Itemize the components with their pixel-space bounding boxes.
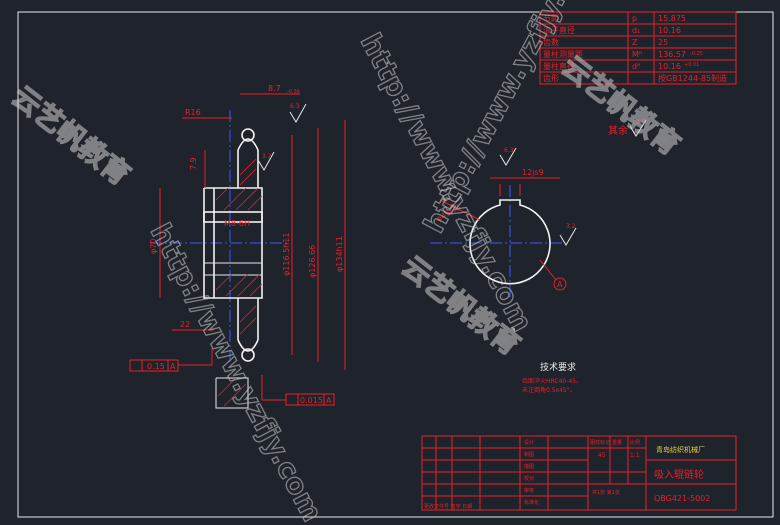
dim-r16: R16 [185, 108, 201, 117]
drawing-frame [17, 11, 774, 518]
roughness-value-1: 6.3 [290, 103, 300, 110]
param-val-teeth: 25 [658, 38, 668, 47]
tb-company: 青岛纺织机械厂 [656, 445, 705, 454]
title-block: 设计 制图 描图 校对 审核 标准化 图样标记 重量 比例 45 1:1 共1张… [421, 435, 737, 511]
dim-phi-116: φ116.5h11 [282, 233, 291, 276]
tb-header-scale: 比例 [630, 439, 640, 446]
roughness-symbol-key [559, 227, 577, 246]
param-name-mr: 量柱测量距 [543, 49, 583, 59]
tb-label-std: 标准化 [524, 499, 539, 506]
tb-header-weight: 重量 [612, 439, 622, 446]
tech-req-line-1: 齿面淬火HRC40-45。 [522, 377, 582, 385]
roughness-symbol-rest [629, 119, 647, 137]
tb-part-name: 吸入辊链轮 [654, 468, 704, 481]
param-sym-teeth: Z [632, 38, 638, 47]
tb-label-review: 审核 [524, 487, 534, 494]
tb-sheet: 共1张 第1张 [592, 489, 620, 496]
tb-bottom-note: 更改文件号 签字 日期 [424, 503, 472, 510]
param-name-dr: 量柱直径 [543, 61, 575, 71]
parameter-table: 节距 p 15.875 滚子直径 d₁ 10.16 齿数 Z 25 量柱测量距 … [539, 11, 737, 85]
dim-8-7: 8.7 [268, 84, 281, 93]
tb-label-check: 校对 [524, 475, 534, 482]
tb-label-draw: 制图 [524, 451, 534, 458]
dim-phi-70: φ70 [149, 239, 158, 254]
roughness-value-2: 3.2 [262, 153, 272, 160]
tb-label-design: 设计 [524, 439, 534, 446]
tb-drawing-no: QBG421-5002 [654, 494, 710, 503]
section-dimensions: 8.7 -0.36 R16 7.9 M8-6H φ70 φ116.5h11 φ1… [129, 84, 346, 409]
param-name-teeth: 齿数 [543, 37, 559, 47]
param-val-profile: 按GB1244-85制造 [658, 73, 727, 83]
param-val-dr: 10.16 [658, 62, 681, 71]
param-tol-dr: +0.01 [684, 62, 699, 68]
dim-phi-126: φ126.66 [308, 245, 317, 278]
roughness-symbol-2 [257, 151, 275, 171]
rest-roughness-label: 其余 [608, 124, 628, 137]
param-val-pitch: 15.875 [658, 14, 686, 23]
param-tol-mr: -0.25 [690, 51, 703, 57]
watermark-brand-1: 云艺帆教育 [6, 80, 137, 192]
param-sym-roller: d₁ [632, 26, 640, 35]
roughness-value-bore: 6.3 [504, 147, 514, 154]
param-name-roller: 滚子直径 [543, 25, 575, 35]
rest-roughness-value: 12.5 [632, 119, 646, 126]
technical-requirements: 技术要求 齿面淬火HRC40-45。 未注倒角0.5x45°。 [522, 361, 582, 394]
roughness-symbol-1 [289, 103, 307, 123]
param-sym-dr: dᴿ [632, 62, 641, 71]
param-sym-pitch: p [632, 14, 637, 23]
tol-frame-datum-1: A [170, 362, 176, 371]
dim-8-7-tol: -0.36 [287, 89, 300, 95]
tb-material: 45 [598, 452, 606, 459]
param-sym-mr: Mᴿ [632, 50, 643, 59]
param-name-profile: 齿形 [543, 74, 559, 83]
param-name-pitch: 节距 [543, 14, 559, 23]
tol-frame-value-2: 0.015 [300, 396, 323, 405]
tol-frame-value-1: 0.15 [147, 362, 165, 371]
dim-m8: M8-6H [224, 219, 250, 228]
tech-req-line-2: 未注倒角0.5x45°。 [522, 386, 576, 394]
section-view [150, 110, 290, 365]
dim-22: 22 [180, 320, 190, 329]
tech-req-title: 技术要求 [540, 361, 576, 373]
dim-phi-134: φ134h11 [335, 236, 344, 272]
tb-scale: 1:1 [630, 452, 640, 459]
dim-keyway: 12js9 [522, 168, 544, 177]
tb-header-mark: 图样标记 [590, 439, 610, 446]
param-val-roller: 10.16 [658, 26, 681, 35]
watermark-layer: http://www.yzfjy.com 云艺帆教育 http://www.yz… [5, 0, 687, 525]
param-val-mr: 136.57 [658, 50, 686, 59]
roughness-value-key: 3.2 [566, 223, 576, 230]
dim-7-9: 7.9 [189, 157, 198, 170]
roughness-symbol-bore [499, 147, 517, 166]
datum-a-circle: A [557, 280, 563, 289]
tb-label-trace: 描图 [524, 463, 534, 470]
tol-frame-datum-2: A [326, 396, 332, 405]
